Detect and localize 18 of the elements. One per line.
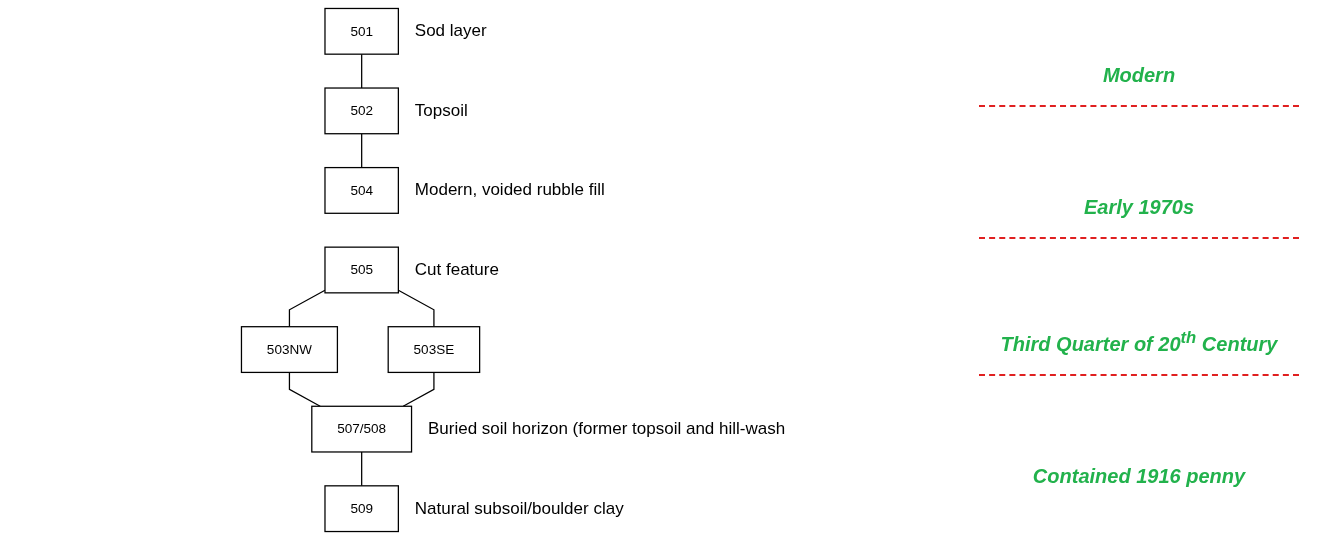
- period-label: Third Quarter of 20$^{th}$ Century: [979, 310, 1299, 376]
- layer-description: Sod layer: [414, 21, 487, 42]
- context-number: 501: [350, 23, 374, 39]
- context-number: 504: [350, 182, 374, 198]
- layer-description: Buried soil horizon (former topsoil and hill-wash: [428, 419, 786, 440]
- context-number: 509: [350, 501, 374, 516]
- period-label: Modern: [979, 45, 1299, 107]
- layer-description: Modern, voided rubble fill: [414, 180, 605, 201]
- context-number: 503NW: [267, 341, 313, 357]
- layer-description: Topsoil: [414, 100, 468, 121]
- layer-description: Natural subsoil/boulder clay: [414, 498, 624, 519]
- context-number: 507/508: [337, 421, 387, 436]
- context-number: 502: [350, 103, 374, 118]
- context-number: 503SE: [414, 341, 455, 357]
- period-label: Early 1970s: [979, 178, 1299, 239]
- context-number: 505: [350, 262, 374, 277]
- period-label: Contained 1916 penny: [1031, 464, 1247, 490]
- layer-description: Cut feature: [414, 260, 499, 280]
